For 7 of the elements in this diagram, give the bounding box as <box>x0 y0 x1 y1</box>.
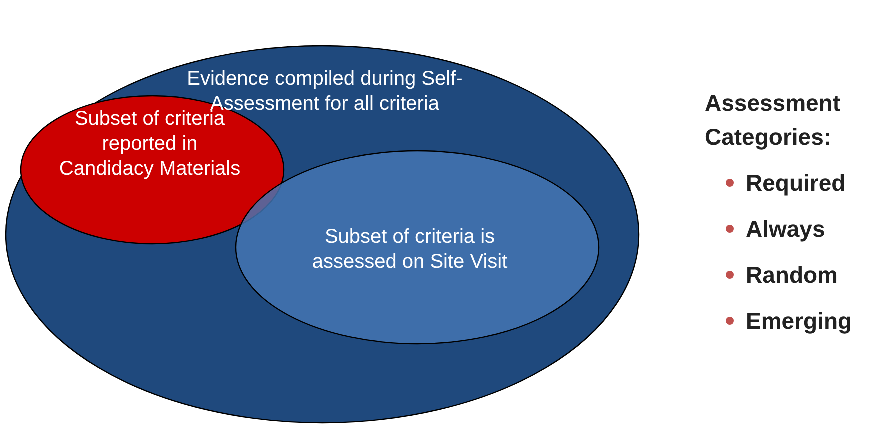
ellipse-label: Subset of criteria is assessed on Site Visit <box>311 225 509 275</box>
bullet-item: Emerging <box>746 307 852 336</box>
legend-heading: Assessment Categories: <box>705 89 842 152</box>
bullet-item: Random <box>746 261 838 290</box>
venn-ellipse <box>5 45 640 424</box>
bullet-item: Always <box>746 215 826 244</box>
bullet-item: Required <box>746 169 846 198</box>
